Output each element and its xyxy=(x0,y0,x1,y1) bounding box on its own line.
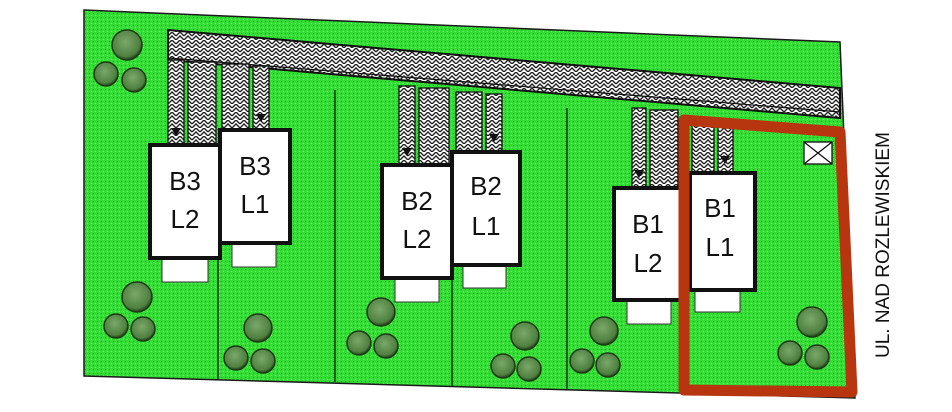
house-b1-l1[interactable]: B1 L1 xyxy=(688,171,757,292)
house-unit-label: L1 xyxy=(472,211,501,241)
house-unit-label: L2 xyxy=(171,204,200,234)
lot-dividers xyxy=(217,90,568,390)
street-name: UL. NAD ROZLEWISKIEM xyxy=(873,132,894,358)
house-b2-l1[interactable]: B2 L1 xyxy=(450,150,522,267)
trees xyxy=(93,29,830,382)
house-b3-l2[interactable]: B3 L2 xyxy=(148,143,222,260)
house-building-label: B3 xyxy=(239,151,271,181)
house-b3-l1[interactable]: B3 L1 xyxy=(218,128,292,245)
house-building-label: B3 xyxy=(169,166,201,196)
terraces xyxy=(161,242,741,325)
house-building-label: B2 xyxy=(401,186,433,216)
entrance-arrows xyxy=(171,114,730,178)
house-unit-label: L2 xyxy=(403,224,432,254)
house-building-label: B1 xyxy=(704,193,736,223)
house-building-label: B2 xyxy=(470,171,502,201)
utility-box-icon xyxy=(803,141,833,165)
house-unit-label: L1 xyxy=(706,232,735,262)
house-building-label: B1 xyxy=(632,209,664,239)
access-road xyxy=(167,28,841,120)
house-unit-label: L1 xyxy=(241,189,270,219)
house-unit-label: L2 xyxy=(634,248,663,278)
highlighted-plot-b1-l1[interactable] xyxy=(678,114,858,398)
house-b2-l2[interactable]: B2 L2 xyxy=(380,163,454,280)
house-b1-l2[interactable]: B1 L2 xyxy=(612,186,684,302)
